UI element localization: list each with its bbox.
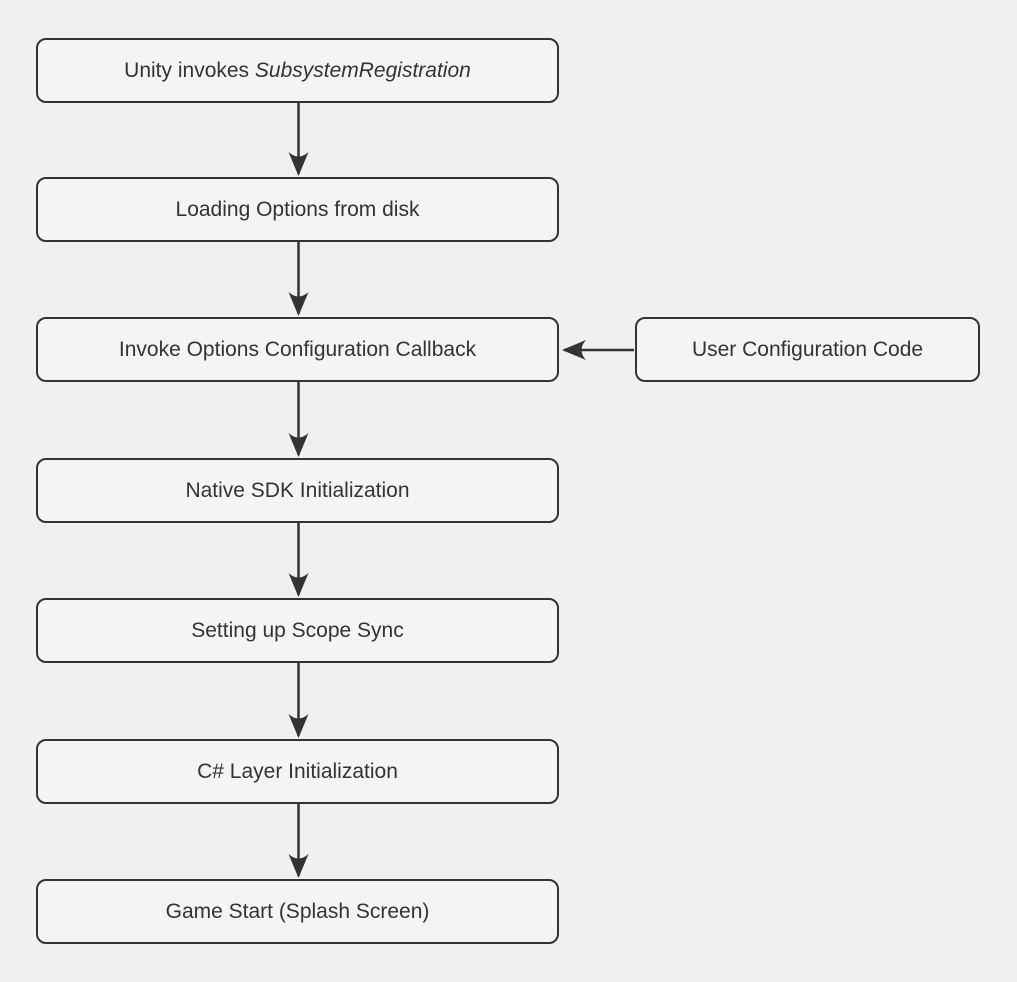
flow-node-csharp-layer-initialization: C# Layer Initialization	[36, 739, 559, 804]
flow-node-unity-invokes-subsystem-registration: Unity invokes SubsystemRegistration	[36, 38, 559, 103]
node-label: C# Layer Initialization	[197, 759, 398, 783]
node-label: Native SDK Initialization	[185, 478, 410, 502]
node-label: Setting up Scope Sync	[191, 618, 404, 642]
node-label: Loading Options from disk	[175, 197, 420, 221]
flow-node-native-sdk-initialization: Native SDK Initialization	[36, 458, 559, 523]
flow-node-user-configuration-code: User Configuration Code	[635, 317, 980, 382]
node-label: User Configuration Code	[691, 337, 924, 361]
flow-node-loading-options-from-disk: Loading Options from disk	[36, 177, 559, 242]
flow-node-game-start-splash-screen: Game Start (Splash Screen)	[36, 879, 559, 944]
flow-node-setting-up-scope-sync: Setting up Scope Sync	[36, 598, 559, 663]
node-label: Game Start (Splash Screen)	[165, 899, 430, 923]
node-label: Invoke Options Configuration Callback	[118, 337, 477, 361]
flow-node-invoke-options-configuration-callback: Invoke Options Configuration Callback	[36, 317, 559, 382]
node-label: Unity invokes SubsystemRegistration	[124, 58, 471, 82]
